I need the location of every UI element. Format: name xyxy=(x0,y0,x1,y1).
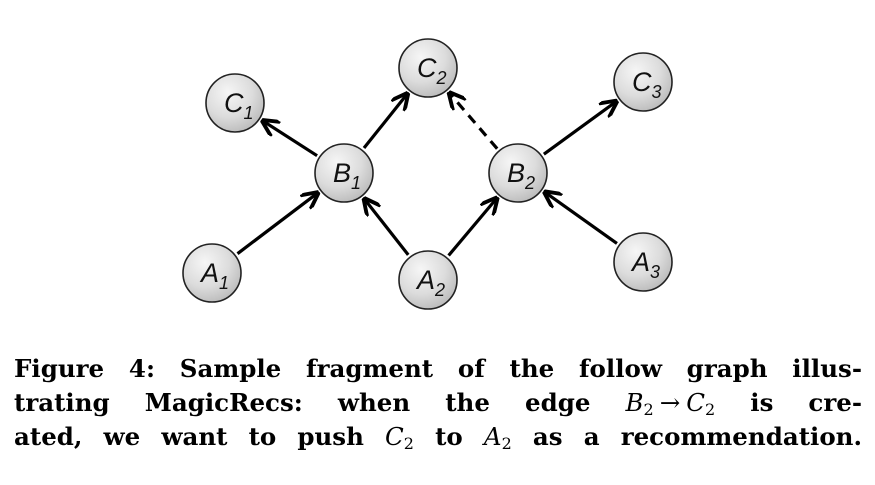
caption-line-2-prefix: trating MagicRecs: when the edge xyxy=(14,388,591,417)
node-circle xyxy=(182,243,242,303)
node-label-letter: A xyxy=(630,247,650,277)
node-label: A2 xyxy=(415,265,445,300)
node-label: A3 xyxy=(630,247,660,282)
node-label: C2 xyxy=(417,53,447,88)
caption-line-3-prefix: ated, we want to push xyxy=(14,422,364,451)
node-circle xyxy=(613,232,673,292)
node-a3: A3 xyxy=(613,232,673,292)
edge-a3-to-b2 xyxy=(545,192,618,245)
edge-a2-to-b1 xyxy=(364,199,410,256)
math-b2-sub: 2 xyxy=(643,400,654,419)
node-label-letter: B xyxy=(333,158,351,188)
node-label-letter: C xyxy=(632,67,652,97)
node-circle xyxy=(314,143,374,203)
node-label: A1 xyxy=(199,258,229,293)
math-arrow: → xyxy=(659,388,681,417)
node-circle xyxy=(398,250,458,310)
edge-b1-to-c1 xyxy=(263,121,318,158)
node-label-letter: A xyxy=(199,258,219,288)
node-label-letter: B xyxy=(507,158,525,188)
edge-a2-to-b2 xyxy=(447,198,497,257)
node-circle xyxy=(488,143,548,203)
edge-b2-to-c2 xyxy=(449,93,499,150)
node-label: B2 xyxy=(507,158,535,193)
caption-line-2: trating MagicRecs: when the edge B2→C2 i… xyxy=(14,386,862,420)
node-label-letter: C xyxy=(224,88,244,118)
node-circle xyxy=(613,52,673,112)
node-label-subscript: 3 xyxy=(650,262,660,282)
node-a1: A1 xyxy=(182,243,242,303)
caption-line-3-suffix: as a recommendation. xyxy=(532,422,863,451)
node-label: C3 xyxy=(632,67,662,102)
edge-b1-to-c2 xyxy=(362,94,407,150)
edges-layer xyxy=(236,93,618,257)
node-label-subscript: 2 xyxy=(436,68,447,88)
math-c2-push: C2 xyxy=(385,422,414,453)
node-label: C1 xyxy=(224,88,254,123)
caption-line-1: Figure 4: Sample fragment of the follow … xyxy=(14,354,862,383)
math-c2-push-sub: 2 xyxy=(403,434,414,453)
math-c2-push-letter: C xyxy=(385,422,404,451)
caption-line-2-suffix: is cre- xyxy=(750,388,863,417)
node-circle xyxy=(205,73,265,133)
node-label-subscript: 2 xyxy=(524,173,535,193)
caption-line-3-mid: to xyxy=(435,422,463,451)
node-b1: B1 xyxy=(314,143,374,203)
math-a2-letter: A xyxy=(483,422,502,451)
node-label-subscript: 1 xyxy=(351,173,361,193)
node-label-letter: A xyxy=(415,265,435,295)
math-b2-letter: B xyxy=(625,388,644,417)
node-c1: C1 xyxy=(205,73,265,133)
node-label-letter: C xyxy=(417,53,437,83)
edge-b2-to-c3 xyxy=(542,101,616,156)
math-c2-sub: 2 xyxy=(705,400,716,419)
node-label-subscript: 2 xyxy=(434,280,445,300)
node-label-subscript: 1 xyxy=(219,273,229,293)
node-circle xyxy=(398,38,458,98)
math-c2: C2 xyxy=(686,388,716,419)
caption-line-3: ated, we want to push C2 to A2 as a reco… xyxy=(14,420,862,454)
math-c2-letter: C xyxy=(686,388,705,417)
node-label-subscript: 3 xyxy=(652,82,662,102)
math-b2: B2 xyxy=(625,388,654,419)
node-c2: C2 xyxy=(398,38,458,98)
math-a2: A2 xyxy=(483,422,512,453)
figure-caption: Figure 4: Sample fragment of the follow … xyxy=(14,352,862,454)
node-a2: A2 xyxy=(398,250,458,310)
node-b2: B2 xyxy=(488,143,548,203)
node-c3: C3 xyxy=(613,52,673,112)
math-a2-sub: 2 xyxy=(501,434,512,453)
edge-a1-to-b1 xyxy=(236,193,318,255)
node-label-subscript: 1 xyxy=(244,103,254,123)
node-label: B1 xyxy=(333,158,361,193)
